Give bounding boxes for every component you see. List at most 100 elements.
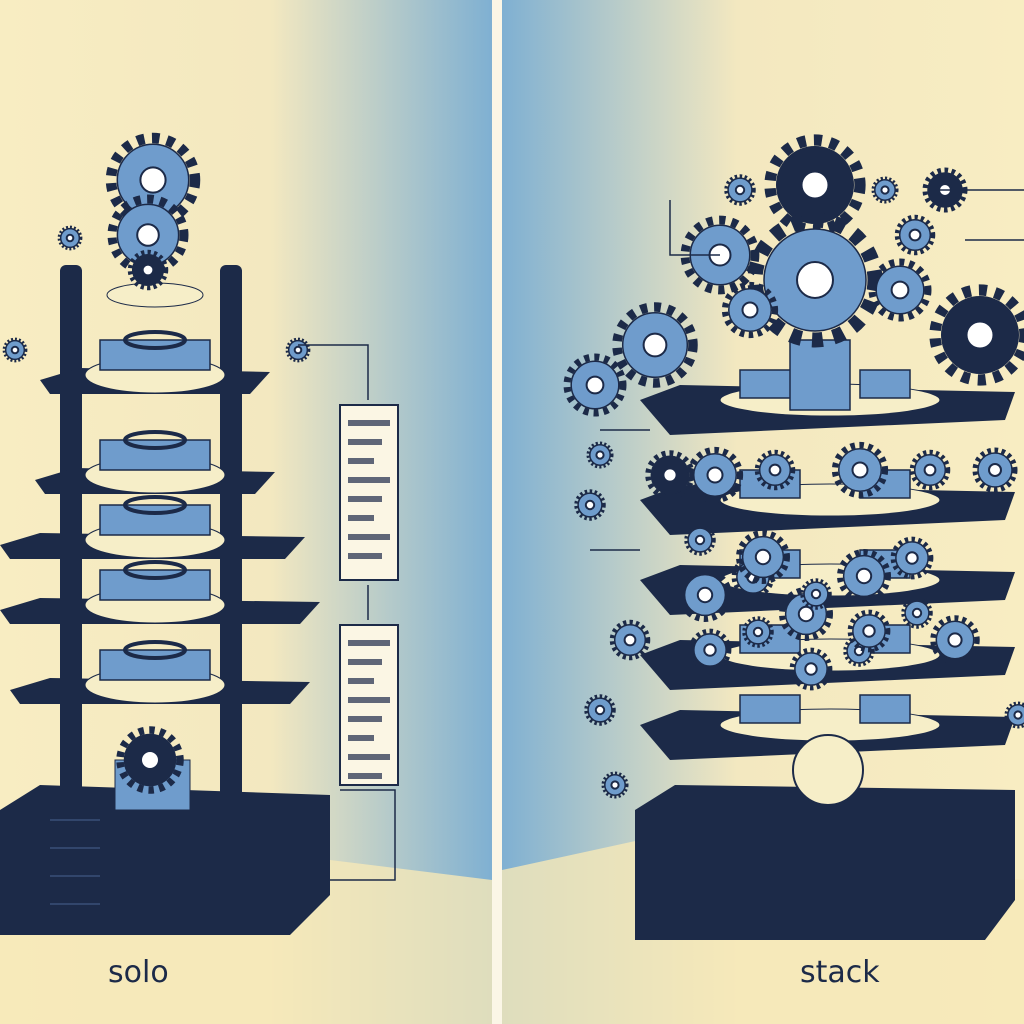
gear-icon: [595, 450, 605, 460]
document-text-line: [348, 439, 382, 445]
stack-tower: [563, 134, 1024, 940]
gear-icon: [894, 214, 936, 256]
gear-icon: [855, 567, 873, 585]
machine-block: [789, 339, 851, 411]
document-panel: [339, 624, 399, 786]
gear-icon: [890, 536, 934, 580]
gear-icon: [800, 170, 830, 200]
gear-icon: [901, 597, 933, 629]
document-text-line: [348, 640, 390, 646]
gear-icon: [285, 337, 311, 363]
gear-icon: [972, 447, 1018, 493]
document-text-line: [348, 659, 382, 665]
document-text-line: [348, 735, 374, 741]
gear-icon: [837, 549, 891, 603]
gear-icon: [610, 780, 620, 790]
gear-icon: [871, 176, 899, 204]
gear-icon: [1004, 701, 1024, 729]
stack-caption: stack: [800, 955, 880, 990]
gear-icon: [706, 466, 724, 484]
document-text-line: [348, 553, 382, 559]
machine-block: [99, 439, 211, 471]
gear-icon: [612, 302, 698, 388]
machine-block: [99, 649, 211, 681]
gear-icon: [609, 619, 651, 661]
panel-divider: [492, 0, 502, 1024]
gear-icon: [923, 463, 937, 477]
gear-icon: [586, 441, 614, 469]
machine-block: [859, 694, 911, 724]
gear-icon: [789, 647, 833, 691]
gear-icon: [988, 463, 1002, 477]
gear-icon: [890, 280, 910, 300]
gear-icon: [563, 353, 627, 417]
gear-icon: [684, 524, 716, 556]
machine-block: [739, 694, 801, 724]
gear-icon: [139, 166, 167, 194]
gear-icon: [140, 750, 160, 770]
solo-caption: solo: [108, 955, 169, 990]
gear-icon: [662, 467, 678, 483]
gear-icon: [574, 489, 606, 521]
gear-icon: [721, 281, 779, 339]
gear-icon: [65, 233, 75, 243]
gear-icon: [754, 449, 796, 491]
gear-icon: [930, 615, 980, 665]
gear-icon: [851, 461, 869, 479]
gear-icon: [585, 375, 605, 395]
machine-block: [99, 339, 211, 371]
gear-icon: [293, 345, 303, 355]
gear-icon: [742, 616, 774, 648]
ring: [123, 330, 187, 350]
gear-icon: [642, 332, 668, 358]
gear-icon: [747, 212, 883, 348]
ring: [123, 430, 187, 450]
machine-block: [99, 504, 211, 536]
gear-icon: [929, 284, 1024, 386]
gear-icon: [797, 605, 815, 623]
tower-base: [635, 785, 1015, 940]
document-text-line: [348, 716, 382, 722]
gear-icon: [754, 548, 772, 566]
gear-icon: [2, 337, 28, 363]
document-text-line: [348, 678, 374, 684]
gear-icon: [768, 463, 782, 477]
machine-block: [859, 369, 911, 399]
gear-icon: [908, 228, 922, 242]
gear-icon: [1013, 710, 1023, 720]
gear-icon: [847, 609, 891, 653]
gear-icon: [800, 578, 832, 610]
gear-icon: [831, 441, 889, 499]
ring: [792, 734, 864, 806]
gear-icon: [688, 628, 732, 672]
gear-icon: [57, 225, 83, 251]
gear-icon: [810, 588, 822, 600]
connector-wire: [298, 344, 396, 881]
gear-icon: [10, 345, 20, 355]
gear-icon: [696, 586, 714, 604]
gear-icon: [645, 450, 695, 500]
gear-icon: [947, 632, 963, 648]
gear-icon: [678, 568, 732, 622]
gear-icon: [862, 624, 876, 638]
document-text-line: [348, 515, 374, 521]
solo-tower: [0, 132, 399, 935]
gear-icon: [909, 449, 951, 491]
gear-icon: [724, 174, 756, 206]
gear-icon: [880, 185, 890, 195]
document-text-line: [348, 496, 382, 502]
gear-icon: [623, 633, 637, 647]
gear-icon: [741, 301, 759, 319]
gear-icon: [594, 704, 606, 716]
document-text-line: [348, 477, 390, 483]
gear-icon: [680, 215, 760, 295]
ring: [123, 495, 187, 515]
gear-icon: [686, 446, 744, 504]
gear-icon: [694, 534, 706, 546]
gear-icon: [584, 694, 616, 726]
document-text-line: [348, 420, 390, 426]
gear-icon: [734, 184, 746, 196]
gear-icon: [584, 499, 596, 511]
document-text-line: [348, 697, 390, 703]
